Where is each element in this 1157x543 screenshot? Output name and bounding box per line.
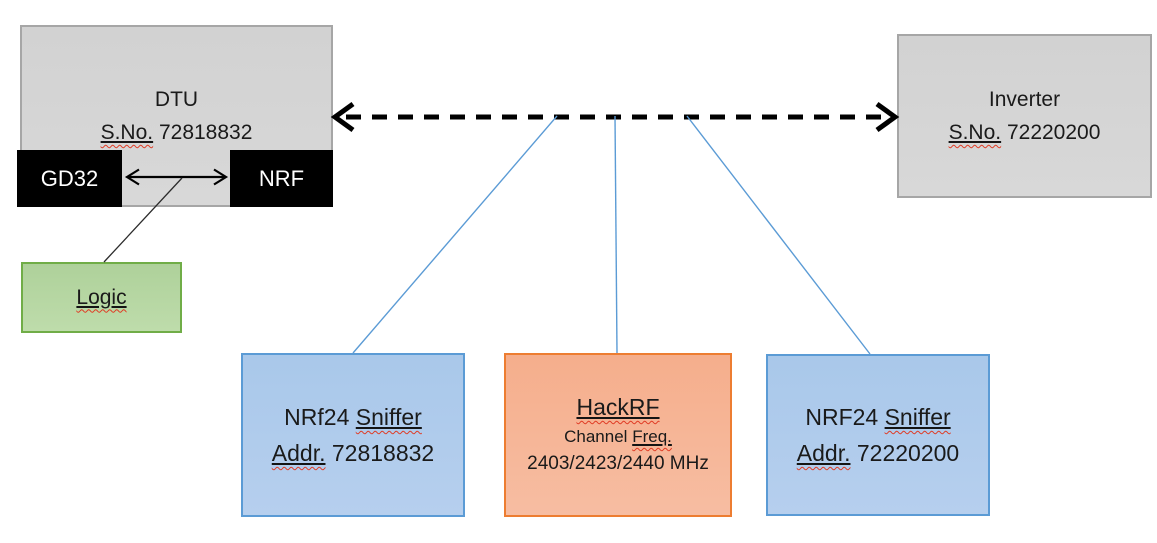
dtu-serial-label: S.No. — [100, 121, 154, 144]
inverter-box: Inverter S.No. 72220200 — [897, 34, 1152, 198]
hackrf-box: HackRF Channel Freq. 2403/2423/2440 MHz — [504, 353, 732, 517]
sniffer-left-address-line: Addr. 72818832 — [272, 435, 434, 471]
sniffer-left-addr-label: Addr. — [271, 440, 326, 466]
sniffer-left-title-prefix: NRf24 — [284, 404, 350, 430]
sniffer-left-title: NRf24 Sniffer — [284, 399, 422, 435]
logic-box: Logic — [21, 262, 182, 333]
sniffer-right-address-line: Addr. 72220200 — [797, 435, 959, 471]
gd32-box: GD32 — [17, 150, 122, 207]
nrf-label: NRF — [258, 165, 305, 191]
sniffer-left-title-word: Sniffer — [355, 404, 422, 430]
tap-line-hackrf — [614, 115, 618, 354]
inverter-serial-line: S.No. 72220200 — [949, 116, 1101, 149]
arrowhead-right-icon — [875, 101, 900, 133]
arrowhead-left-icon — [330, 101, 355, 133]
sniffer-right-address: 72220200 — [856, 440, 960, 466]
hackrf-subtitle-word: Freq. — [632, 427, 672, 446]
inverter-serial-label: S.No. — [948, 121, 1002, 144]
inverter-serial-number: 72220200 — [1006, 121, 1101, 144]
hackrf-title: HackRF — [576, 392, 659, 423]
sniffer-right-addr-label: Addr. — [796, 440, 851, 466]
tap-line-right-sniffer — [686, 115, 871, 355]
sniffer-right-title: NRF24 Sniffer — [805, 399, 950, 435]
nrf24-sniffer-left-box: NRf24 Sniffer Addr. 72818832 — [241, 353, 465, 517]
inverter-title: Inverter — [988, 88, 1061, 111]
tap-line-left-sniffer — [352, 115, 558, 354]
nrf-box: NRF — [230, 150, 333, 207]
sniffer-right-title-prefix: NRF24 — [805, 404, 879, 430]
hackrf-subtitle: Channel Freq. — [564, 423, 672, 450]
dtu-title: DTU — [154, 88, 199, 111]
hackrf-frequencies: 2403/2423/2440 MHz — [527, 453, 709, 474]
dtu-serial-line: S.No. 72818832 — [101, 116, 253, 149]
nrf24-sniffer-right-box: NRF24 Sniffer Addr. 72220200 — [766, 354, 990, 516]
dtu-inverter-dashed-link — [330, 101, 900, 133]
sniffer-right-title-word: Sniffer — [884, 404, 951, 430]
logic-label: Logic — [76, 285, 127, 309]
hackrf-subtitle-prefix: Channel — [564, 427, 628, 446]
hackrf-title-text: HackRF — [576, 394, 660, 420]
dtu-serial-number: 72818832 — [158, 121, 253, 144]
sniffer-left-address: 72818832 — [331, 440, 435, 466]
gd32-label: GD32 — [40, 165, 99, 191]
